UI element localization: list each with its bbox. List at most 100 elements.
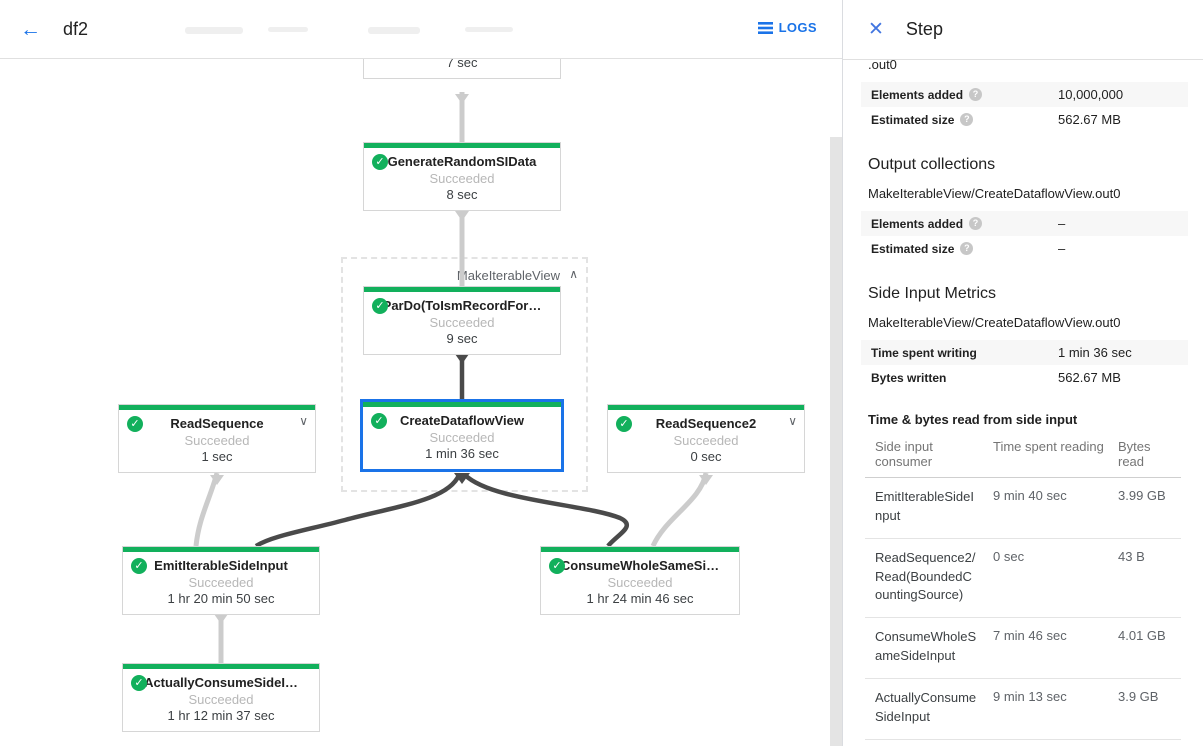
table-row: ReadSequence2/Read(BoundedCountingSource… (865, 538, 1181, 619)
chevron-up-icon[interactable]: ∧ (569, 267, 578, 281)
status-bar (119, 405, 315, 410)
success-check-icon: ✓ (549, 558, 565, 574)
bytes-read: 43 B (1108, 538, 1181, 619)
step-duration: 7 sec (446, 59, 478, 70)
chevron-down-icon[interactable]: ∨ (299, 414, 308, 428)
output-collection-name: MakeIterableView/CreateDataflowView.out0 (868, 186, 1121, 201)
col-header-time-spent-reading: Time spent reading (983, 431, 1108, 478)
step-node-readsequence2[interactable]: ✓ ∨ ReadSequence2 Succeeded 0 sec (607, 404, 805, 473)
consumer-name: ActuallyConsumeSideInput (865, 678, 983, 740)
table-row: ReadSequence/Read(BoundedCountingSource)… (865, 739, 1181, 746)
metric-label: Elements added (871, 216, 964, 231)
step-status: Succeeded (429, 315, 495, 330)
step-status: Succeeded (188, 692, 254, 707)
step-duration: 8 sec (446, 187, 478, 202)
metric-row: Elements added ? – (861, 211, 1188, 236)
status-bar (541, 547, 739, 552)
step-duration: 1 hr 12 min 37 sec (167, 708, 275, 723)
help-icon[interactable]: ? (969, 88, 983, 101)
step-title: ActuallyConsumeSideI… (144, 675, 298, 690)
table-row: ActuallyConsumeSideInput 9 min 13 sec 3.… (865, 678, 1181, 740)
step-node-consumewholesamesideinput[interactable]: ✓ ConsumeWholeSameSi… Succeeded 1 hr 24 … (540, 546, 740, 615)
metric-label: Estimated size (871, 241, 955, 256)
metric-row: Time spent writing 1 min 36 sec (861, 340, 1188, 365)
step-node-emititerablesideinput[interactable]: ✓ EmitIterableSideInput Succeeded 1 hr 2… (122, 546, 320, 615)
metric-value: 1 min 36 sec (1058, 345, 1132, 360)
graph-edges (193, 92, 713, 663)
step-title: ReadSequence2 (655, 416, 757, 431)
logs-list-icon (757, 21, 773, 34)
bytes-read: 4.01 GB (1108, 617, 1181, 679)
step-title: GenerateRandomSIData (387, 154, 537, 169)
close-icon[interactable]: ✕ (868, 19, 884, 40)
step-node-clipped[interactable]: ✓ Succeeded 7 sec (363, 59, 561, 79)
time-spent-reading: 7 min 46 sec (983, 617, 1108, 679)
step-status: Succeeded (429, 171, 495, 186)
group-label[interactable]: MakeIterableView (456, 268, 560, 283)
logs-button[interactable]: LOGS (757, 20, 817, 35)
side-input-metrics-heading: Side Input Metrics (868, 285, 997, 302)
status-bar (608, 405, 804, 410)
step-status: Succeeded (673, 433, 739, 448)
job-topbar: ← df2 LOGS (0, 0, 842, 59)
status-bar (364, 143, 560, 148)
success-check-icon: ✓ (127, 416, 143, 432)
step-node-actuallyconsumesideinput[interactable]: ✓ ActuallyConsumeSideI… Succeeded 1 hr 1… (122, 663, 320, 732)
status-bar (363, 402, 561, 407)
chevron-down-icon[interactable]: ∨ (788, 414, 797, 428)
step-duration: 0 sec (690, 449, 722, 464)
step-node-pardo-toismrecord[interactable]: ✓ ParDo(ToIsmRecordFor… Succeeded 9 sec (363, 286, 561, 355)
input-metrics: Elements added ? 10,000,000 Estimated si… (861, 82, 1188, 132)
metric-label: Elements added (871, 87, 964, 102)
bytes-read: 3.9 GB (1108, 678, 1181, 740)
status-bar (364, 287, 560, 292)
step-duration: 1 min 36 sec (425, 446, 499, 461)
metric-row: Bytes written 562.67 MB (861, 365, 1188, 390)
step-duration: 1 hr 24 min 46 sec (586, 591, 694, 606)
step-node-readsequence[interactable]: ✓ ∨ ReadSequence Succeeded 1 sec (118, 404, 316, 473)
step-panel-body[interactable]: .out0 Elements added ? 10,000,000 Estima… (843, 60, 1203, 746)
success-check-icon: ✓ (131, 675, 147, 691)
help-icon[interactable]: ? (960, 113, 974, 126)
pipeline-graph-canvas[interactable]: MakeIterableView ∧ (0, 59, 842, 745)
job-title: df2 (63, 18, 89, 39)
success-check-icon: ✓ (372, 154, 388, 170)
metric-value: 562.67 MB (1058, 112, 1121, 127)
consumer-name: EmitIterableSideInput (865, 477, 983, 539)
time-spent-reading: 0 sec (983, 538, 1108, 619)
back-arrow-icon[interactable]: ← (20, 17, 41, 41)
step-duration: 9 sec (446, 331, 478, 346)
side-input-collection-name: MakeIterableView/CreateDataflowView.out0 (868, 315, 1121, 330)
time-spent-reading: 9 min 13 sec (983, 678, 1108, 740)
step-status: Succeeded (429, 430, 495, 445)
step-title: ReadSequence (170, 416, 264, 431)
panel-title: Step (905, 19, 943, 39)
time-spent-reading: 9 min 40 sec (983, 477, 1108, 539)
success-check-icon: ✓ (372, 298, 388, 314)
toolbar-ghost (465, 27, 513, 32)
success-check-icon: ✓ (131, 558, 147, 574)
help-icon[interactable]: ? (960, 242, 974, 255)
consumer-name: ReadSequence2/Read(BoundedCountingSource… (865, 538, 983, 619)
canvas-vertical-scrollbar[interactable] (830, 137, 842, 746)
time-bytes-read-heading: Time & bytes read from side input (868, 412, 1078, 427)
step-node-generaterandomsidata[interactable]: ✓ GenerateRandomSIData Succeeded 8 sec (363, 142, 561, 211)
collection-name-clipped: .out0 (868, 60, 897, 72)
step-details-panel: ✕ Step .out0 Elements added ? 10,000,000… (843, 0, 1203, 746)
table-row: ConsumeWholeSameSideInput 7 min 46 sec 4… (865, 617, 1181, 679)
metric-row: Elements added ? 10,000,000 (861, 82, 1188, 107)
side-input-metric-rows: Time spent writing 1 min 36 sec Bytes wr… (861, 340, 1188, 390)
help-icon[interactable]: ? (969, 217, 983, 230)
job-graph-area: ← df2 LOGS MakeIterableView ∧ (0, 0, 843, 746)
metric-row: Estimated size ? 562.67 MB (861, 107, 1188, 132)
toolbar-ghost (185, 27, 243, 34)
step-node-createdataflowview-selected[interactable]: ✓ CreateDataflowView Succeeded 1 min 36 … (360, 399, 564, 472)
table-header-row: Side input consumer Time spent reading B… (865, 431, 1181, 478)
bytes-read: 0 B (1108, 739, 1181, 746)
col-header-bytes-read: Bytes read (1108, 431, 1181, 478)
metric-value: – (1058, 241, 1066, 256)
step-panel-header: ✕ Step (843, 0, 1203, 60)
side-input-consumers-table: Side input consumer Time spent reading B… (865, 431, 1181, 746)
step-title: EmitIterableSideInput (154, 558, 288, 573)
